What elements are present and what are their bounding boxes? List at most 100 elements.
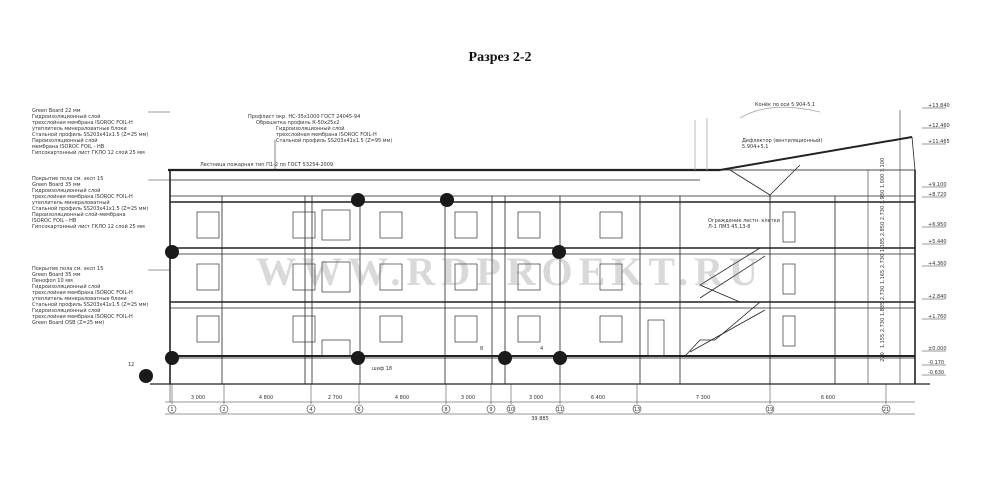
axis-bubble (555, 404, 565, 414)
span-dimension: 3 000 (461, 395, 475, 401)
note-base-0: Покрытие пола см. эксп 15 (32, 266, 103, 272)
note-roof-4: Стальной профиль SS203x41x1.5 (Z=95 мм) (276, 137, 392, 144)
axis-label: 8 (444, 407, 447, 413)
marker-dot (139, 369, 153, 383)
note-stair-label-2: Л-1 ЛМ3 45.13-8 (708, 224, 750, 230)
note-roof-slope: Конёк по оси 5.904-5.1 (755, 102, 815, 108)
note-base-1: Green Board 35 мм (32, 272, 81, 278)
vertical-dimension: 1.835 (880, 302, 886, 316)
axis-label: 21 (883, 407, 889, 413)
axis-bubble (306, 404, 316, 414)
stair-rail (689, 309, 766, 353)
roof-edge (911, 136, 916, 171)
vertical-dimension: 2.730 (880, 254, 886, 268)
stair-window (321, 261, 351, 293)
window (379, 263, 403, 291)
window (196, 263, 220, 291)
door (782, 315, 796, 347)
window (196, 211, 220, 239)
truss-line (729, 169, 771, 196)
window (599, 263, 623, 291)
note-wall-2: трехслойная мембрана ISOROC FOIL-H (32, 119, 133, 126)
note-wall-7: Гипсокартонный лист ГКЛО 12 слой 25 мм (32, 149, 145, 156)
axis-label: 4 (309, 407, 312, 413)
note-base-8: трехслойная мембрана ISOROC FOIL-H (32, 313, 133, 320)
vertical-dimension: 1.165 (880, 270, 886, 284)
note-base-5: утеплитель минераловатные блоки (32, 296, 127, 302)
vertical-dimension: 1.000 (880, 174, 886, 188)
span-dimension: 6 600 (821, 395, 835, 401)
note-roof-0: Профлист окр. НС-35x1000 ГОСТ 24045-94 (248, 114, 360, 120)
axis-bubble (881, 404, 891, 414)
stair-window (321, 209, 351, 241)
axis-bubble (486, 404, 496, 414)
level-mark: +11.465 (928, 139, 950, 145)
note-deflector: Дефлектор (вентиляционный) (742, 137, 822, 144)
level-mark: -0.170 (928, 360, 944, 366)
small-mark: 8 (480, 346, 483, 352)
small-mark: 4 (540, 346, 543, 352)
window (599, 315, 623, 343)
truss-line (769, 164, 801, 196)
window (292, 211, 316, 239)
marker-dot (351, 351, 365, 365)
note-floor-7: ISOROC FOIL - HB (32, 218, 77, 224)
window (379, 315, 403, 343)
note-roof-2: Гидроизоляционный слой (276, 125, 344, 132)
roof-dome (739, 106, 821, 119)
span-dimension: 3 000 (529, 395, 543, 401)
level-mark: +12.460 (928, 123, 950, 129)
level-mark: +2.840 (928, 294, 947, 300)
level-mark: +5.440 (928, 239, 947, 245)
window (599, 211, 623, 239)
span-dimension: 3 000 (191, 395, 205, 401)
note-wall-4: Стальной профиль SS203x41x1.5 (Z=25 мм) (32, 131, 148, 138)
level-mark: +6.950 (928, 222, 947, 228)
windows (196, 209, 796, 357)
door (782, 263, 796, 295)
staircase (684, 247, 762, 357)
door (782, 211, 796, 243)
axis-label: 10 (508, 407, 514, 413)
axis-label: 6 (357, 407, 360, 413)
window (454, 263, 478, 291)
note-floor-4: утеплитель минераловатный (32, 199, 110, 206)
note-floor-5: Стальной профиль SS203x41x1.5 (Z=25 мм) (32, 205, 148, 212)
level-mark: +1.760 (928, 314, 947, 320)
note-wall-6: мембрана ISOROC FOIL - HB (32, 144, 105, 150)
level-mark: +4.360 (928, 261, 947, 267)
window (292, 315, 316, 343)
level-mark: -0.630 (928, 370, 944, 376)
section-markers (139, 193, 567, 383)
window (517, 211, 541, 239)
vertical-dimension: 2.730 (880, 206, 886, 220)
axis-bubble (632, 404, 642, 414)
note-stair: Лестница пожарная тип П1-2 по ГОСТ 53254… (200, 162, 333, 168)
span-dimension: 4 800 (259, 395, 273, 401)
level-mark: +8.720 (928, 192, 947, 198)
vertical-dimension: 3.100 (880, 158, 886, 172)
note-roof-1: Обрешетка профиль К-50x25x2 (256, 120, 339, 126)
door (647, 319, 665, 357)
note-floor-8: Гипсокартонный лист ГКЛО 12 слой 25 мм (32, 223, 145, 230)
axis-bubble (167, 404, 177, 414)
axis-label: 11 (557, 407, 563, 413)
note-wall-0: Green Board 22 мм (32, 108, 81, 114)
span-dimension: 4 800 (395, 395, 409, 401)
marker-dot (553, 351, 567, 365)
vertical-dimension: 1.155 (880, 334, 886, 348)
note-floor-1: Green Board 35 мм (32, 182, 81, 188)
axis-bubble (765, 404, 775, 414)
vertical-dimension: 2.850 (880, 222, 886, 236)
axis-bubble (354, 404, 364, 414)
small-mark: шиф 18 (372, 366, 392, 372)
axis-bubble (506, 404, 516, 414)
axis-label: 19 (767, 407, 773, 413)
note-base-7: Гидроизоляционный слой (32, 307, 100, 314)
small-mark: 12 (128, 362, 134, 368)
window (517, 315, 541, 343)
marker-dot (165, 351, 179, 365)
window (196, 315, 220, 343)
note-base-2: Пенофол 10 мм (32, 278, 73, 284)
